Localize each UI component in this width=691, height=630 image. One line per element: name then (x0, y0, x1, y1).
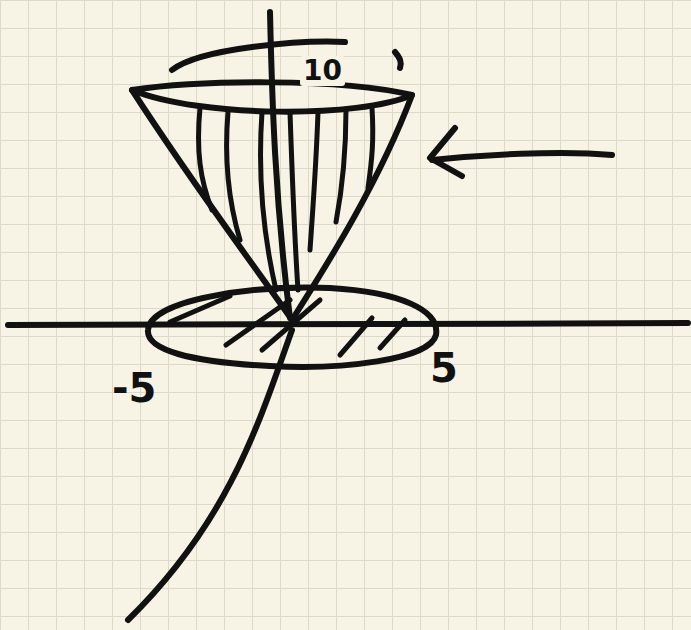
pointer-arrow (432, 153, 612, 160)
cone-hatching (199, 108, 373, 290)
axis-value: 5 (430, 348, 458, 388)
cone-side-right (292, 95, 412, 320)
cone-side-left (132, 90, 292, 320)
axis-value: 10 (300, 56, 345, 86)
axis-value: -5 (112, 368, 156, 408)
arrowhead (430, 128, 462, 176)
base-hatching (170, 296, 405, 355)
base-disk (148, 288, 436, 367)
x-axis (8, 323, 688, 325)
rotation-arc (395, 52, 401, 68)
